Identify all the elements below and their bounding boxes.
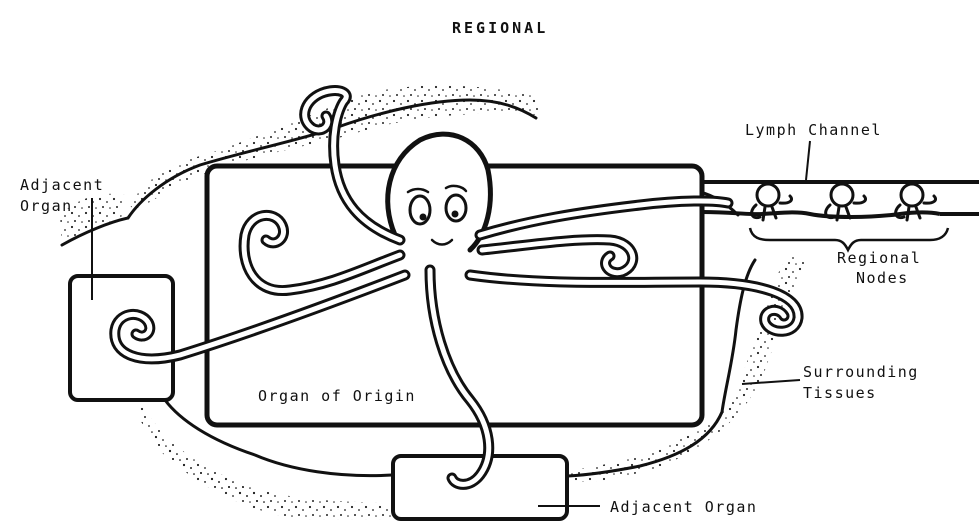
label-lymph-channel: Lymph Channel — [745, 120, 882, 141]
diagram-title: REGIONAL — [452, 18, 548, 39]
octopus-eye-left — [410, 196, 430, 224]
leader-lymph-channel — [806, 141, 810, 180]
label-surrounding-tissues-line1: Surrounding — [803, 362, 919, 383]
adjacent-organ-left — [70, 276, 173, 400]
label-regional-nodes-line2: Nodes — [856, 268, 909, 289]
label-surrounding-tissues-line2: Tissues — [803, 383, 877, 404]
label-adjacent-organ-left-line2: Organ — [20, 196, 73, 217]
lymph-channel — [702, 182, 979, 217]
label-adjacent-organ-bottom: Adjacent Organ — [610, 497, 757, 518]
octopus-head — [388, 134, 491, 250]
label-regional-nodes-line1: Regional — [837, 248, 921, 269]
label-organ-of-origin: Organ of Origin — [258, 386, 416, 407]
regional-nodes-brace — [750, 228, 948, 250]
label-adjacent-organ-left-line1: Adjacent — [20, 175, 104, 196]
